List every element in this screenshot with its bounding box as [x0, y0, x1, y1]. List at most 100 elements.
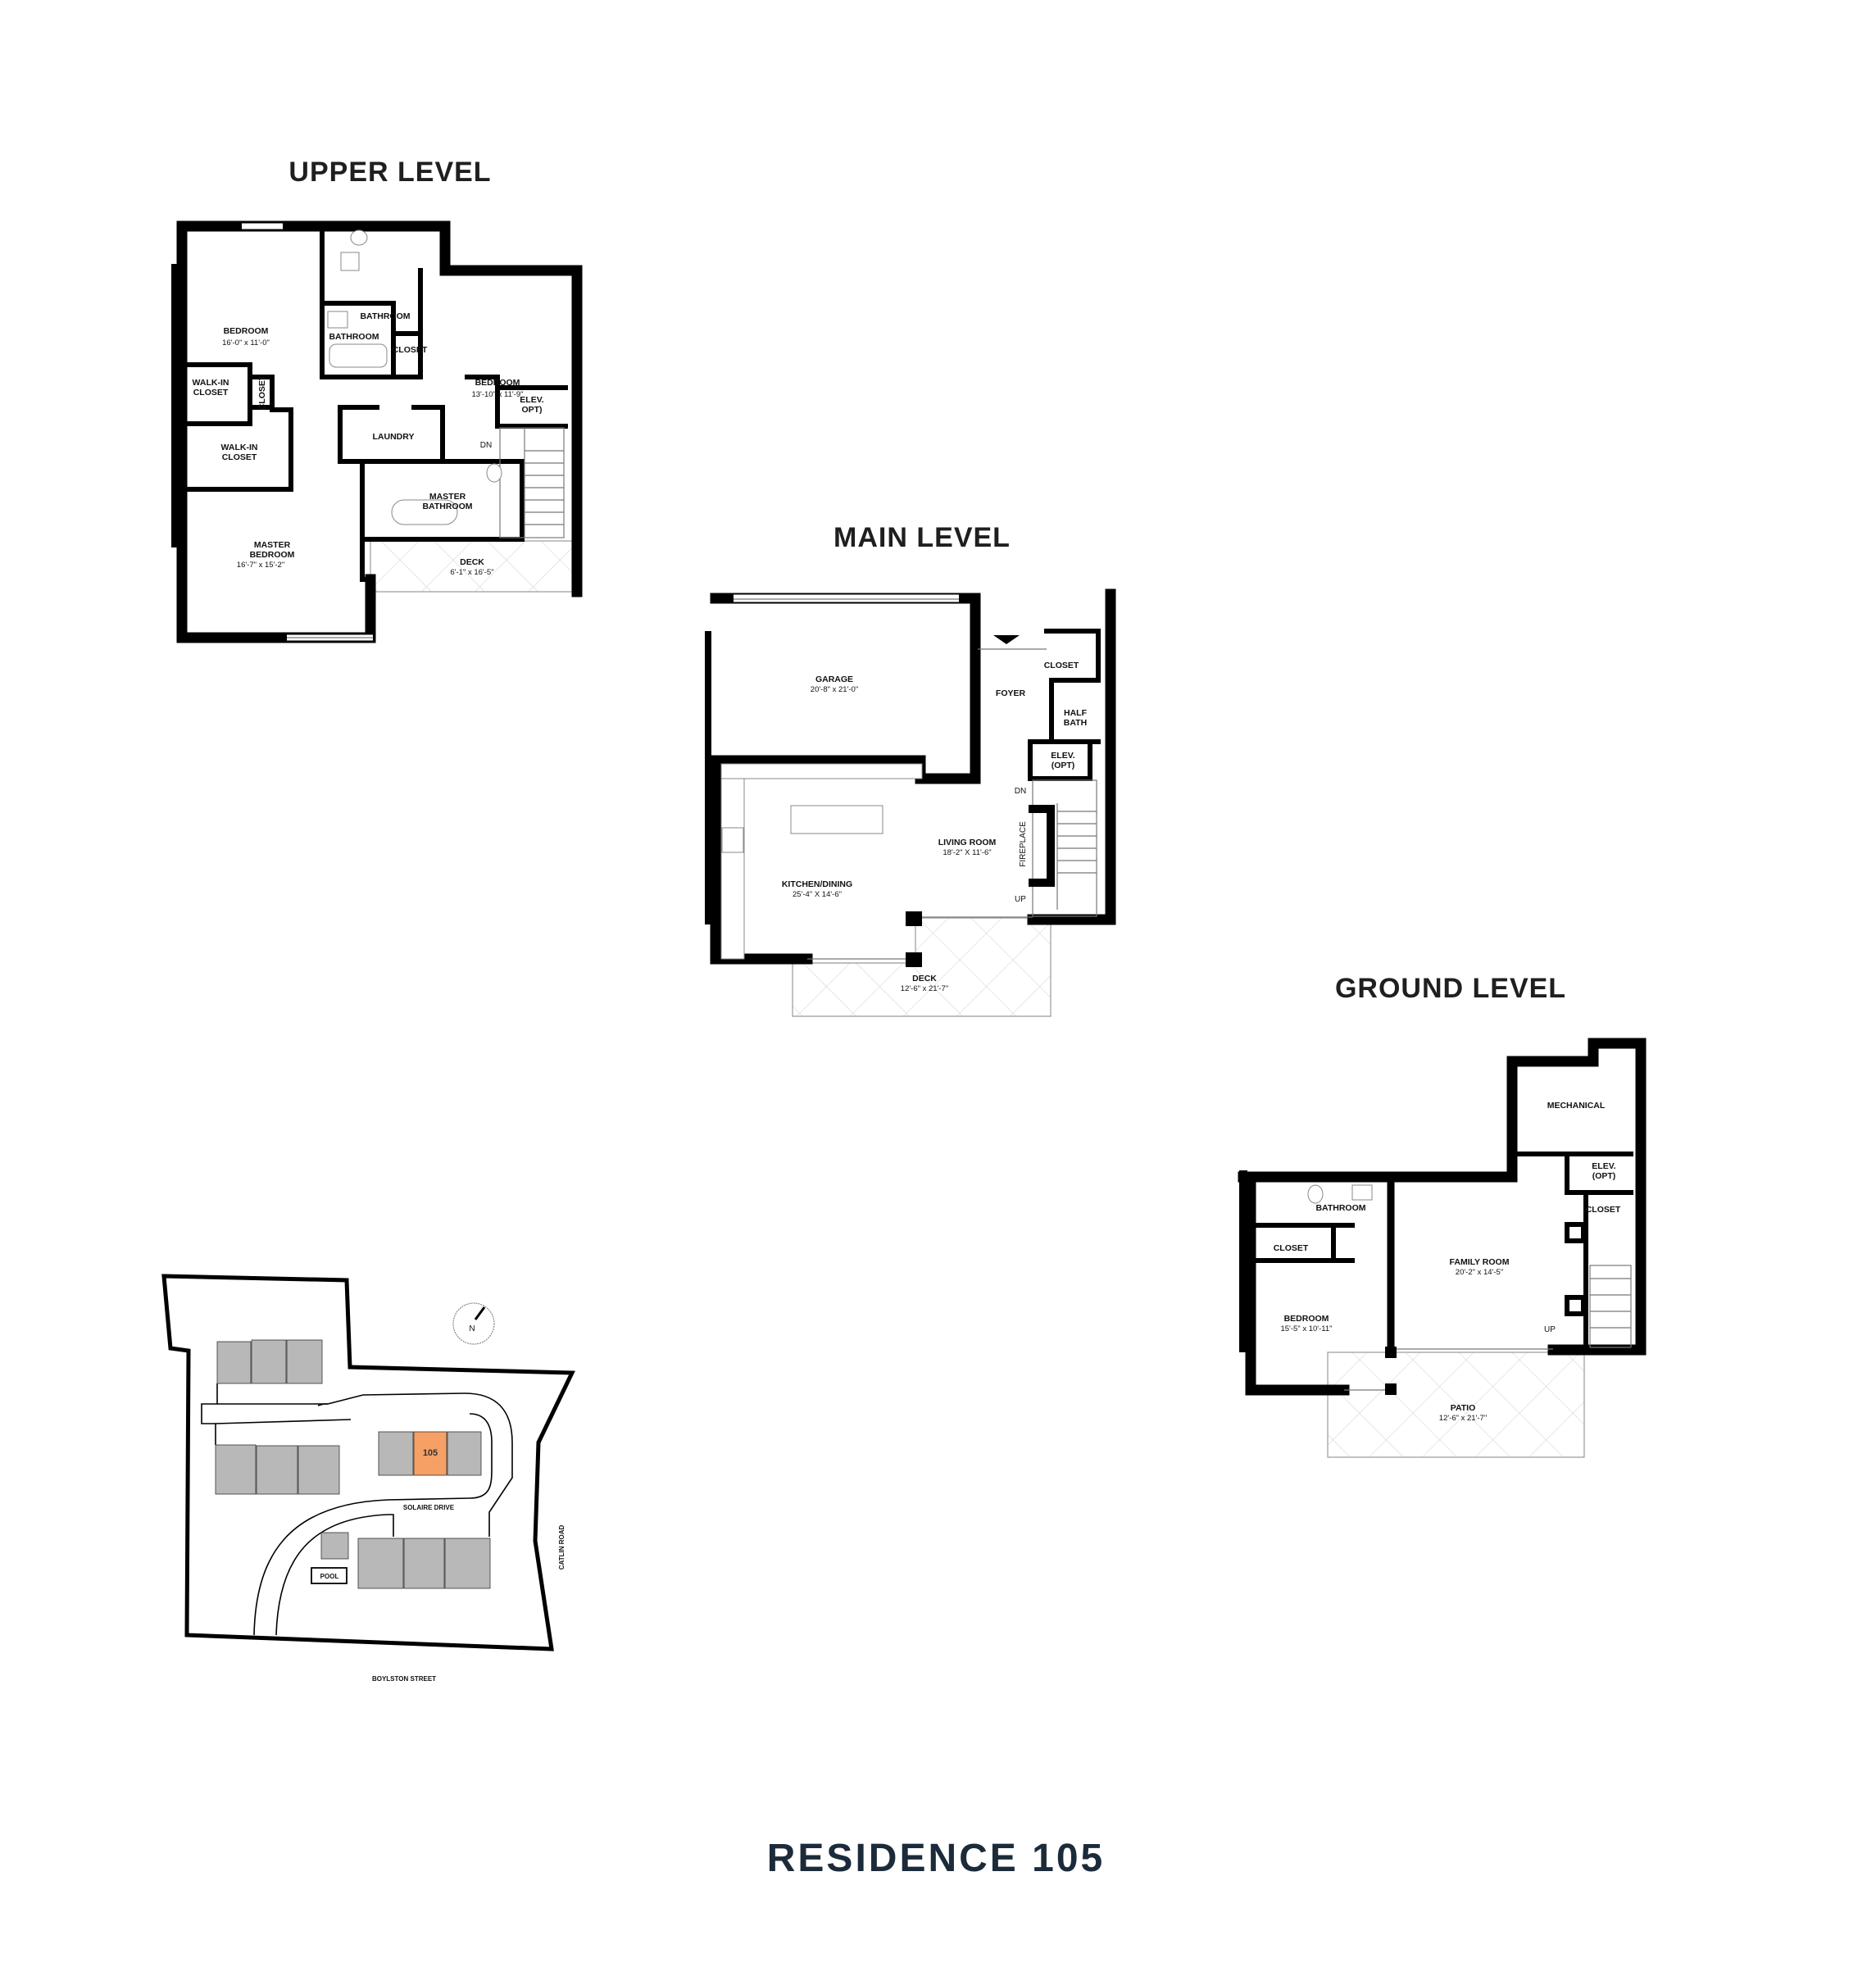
site-plan: N 105 SOLAIRE DRIVE CATLIN ROAD BOYLSTON…	[161, 1274, 575, 1683]
room-label: DECK	[912, 974, 937, 984]
toilet-icon	[350, 229, 368, 246]
ground-stairs	[1589, 1265, 1632, 1348]
room-label: BEDROOM	[224, 326, 269, 336]
ground-exterior-wall	[1238, 1038, 1647, 1356]
main-interior-walls	[978, 629, 1101, 781]
sink-icon	[1351, 1184, 1373, 1201]
room-label: BATHROOM	[360, 311, 410, 321]
room-label: ELEV.	[1592, 1161, 1615, 1171]
sink-icon	[327, 311, 348, 329]
kitchen-counter	[720, 778, 745, 960]
ground-level-title: GROUND LEVEL	[1335, 973, 1566, 1004]
compass-label: N	[469, 1324, 475, 1333]
pool	[311, 1567, 347, 1584]
main-stairs	[1032, 779, 1097, 917]
room-label: BATHROOM	[329, 332, 379, 342]
room-dimensions: 20'-2" x 14'-5"	[1456, 1268, 1503, 1277]
room-label: CLOSET	[1044, 661, 1079, 670]
kitchen-counter	[720, 763, 923, 779]
upper-interior-walls	[179, 224, 568, 582]
room-label: DECK	[460, 557, 484, 567]
room-label: CLOSET	[222, 452, 257, 462]
road-edge	[275, 1392, 513, 1636]
room-label: FOYER	[996, 688, 1026, 698]
room-label: BEDROOM	[1284, 1314, 1329, 1324]
stairs-up-label: UP	[1015, 895, 1026, 904]
upper-exterior-column	[171, 264, 178, 547]
room-label: BEDROOM	[475, 378, 520, 388]
room-label: CLOSET	[193, 388, 229, 397]
room-label: BATHROOM	[422, 502, 472, 511]
main-exterior-wall	[710, 755, 813, 965]
upper-exterior-wall	[176, 220, 376, 643]
room-label: BATH	[1064, 718, 1087, 728]
room-dimensions: 16'-7" x 15'-2"	[237, 561, 284, 570]
bathtub-icon	[391, 499, 458, 525]
street-label: CATLIN ROAD	[558, 1525, 566, 1570]
room-dimensions: 12'-6" x 21'-7"	[901, 984, 948, 993]
room-label: ELEV.	[1051, 751, 1074, 761]
main-exterior-column	[705, 631, 711, 924]
room-label: (OPT)	[1052, 761, 1075, 770]
residence-title: RESIDENCE 105	[767, 1837, 1105, 1880]
property-boundary	[161, 1274, 575, 1651]
sink-icon	[340, 252, 360, 271]
upper-exterior-wall	[176, 220, 583, 597]
room-label: LAUNDRY	[373, 432, 415, 442]
unit-label: 105	[423, 1448, 438, 1458]
patio	[1327, 1351, 1585, 1458]
room-label: LIVING ROOM	[938, 838, 997, 847]
stairs-down-label: DN	[1015, 787, 1026, 796]
site-buildings	[215, 1339, 491, 1589]
main-level-title: MAIN LEVEL	[834, 522, 1011, 553]
upper-level-title: UPPER LEVEL	[288, 157, 491, 188]
room-label: CLOSET	[1586, 1205, 1621, 1215]
room-label: MECHANICAL	[1547, 1101, 1606, 1111]
room-dimensions: 20'-8" x 21'-0"	[811, 685, 858, 694]
room-dimensions: 16'-0" x 11'-0"	[222, 338, 270, 348]
room-label: OPT)	[521, 405, 542, 415]
room-label: WALK-IN	[221, 443, 258, 452]
road-edge	[253, 1413, 493, 1636]
room-dimensions: 12'-6" x 21'-7"	[1439, 1414, 1487, 1423]
room-label: FAMILY ROOM	[1450, 1257, 1510, 1267]
stairs-up-label: UP	[1544, 1325, 1556, 1334]
room-label: (OPT)	[1592, 1171, 1616, 1181]
highlighted-unit-105	[413, 1431, 447, 1476]
street-label: SOLAIRE DRIVE	[403, 1504, 455, 1511]
main-exterior-wall	[1027, 588, 1116, 925]
toilet-icon	[1307, 1184, 1324, 1204]
room-label: CLOSET	[257, 375, 267, 410]
room-label: BATHROOM	[1315, 1203, 1365, 1213]
room-label: MASTER	[429, 492, 466, 502]
room-label: ELEV.	[520, 395, 543, 405]
room-label: BEDROOM	[250, 550, 295, 560]
north-compass-icon: N	[452, 1302, 495, 1345]
pool-label: POOL	[320, 1573, 339, 1580]
kitchen-island	[790, 805, 883, 834]
toilet-icon	[486, 463, 502, 483]
room-dimensions: 6'-1" x 16'-5"	[450, 568, 493, 577]
fireplace	[1029, 805, 1055, 887]
main-level-plan: MAIN LEVEL GARAGE 20'	[705, 522, 1116, 1017]
room-dimensions: 13'-10" x 11'-9"	[471, 390, 523, 399]
entry-arrow-icon	[993, 635, 1020, 644]
room-dimensions: 18'-2" X 11'-6"	[943, 848, 991, 857]
room-label: HALF	[1064, 708, 1088, 718]
room-label: GARAGE	[815, 675, 853, 684]
ground-exterior-wall	[1245, 1171, 1350, 1396]
ground-exterior-column	[1239, 1170, 1247, 1352]
room-label: WALK-IN	[193, 378, 229, 388]
room-dimensions: 25'-4" X 14'-6"	[793, 890, 842, 899]
room-label: MASTER	[254, 540, 291, 550]
bathtub-icon	[329, 343, 388, 368]
fireplace-label: FIREPLACE	[1019, 821, 1028, 867]
street-label: BOYLSTON STREET	[372, 1675, 436, 1683]
upper-level-plan: UPPER LEVEL	[171, 157, 583, 643]
room-label: CLOSET	[1274, 1243, 1309, 1253]
room-label: KITCHEN/DINING	[782, 879, 852, 889]
cooktop-icon	[721, 827, 744, 853]
upper-stairs	[499, 427, 565, 538]
ground-level-plan: GROUND LEVEL MECHANICAL ELEV. (OPT)	[1238, 973, 1647, 1458]
